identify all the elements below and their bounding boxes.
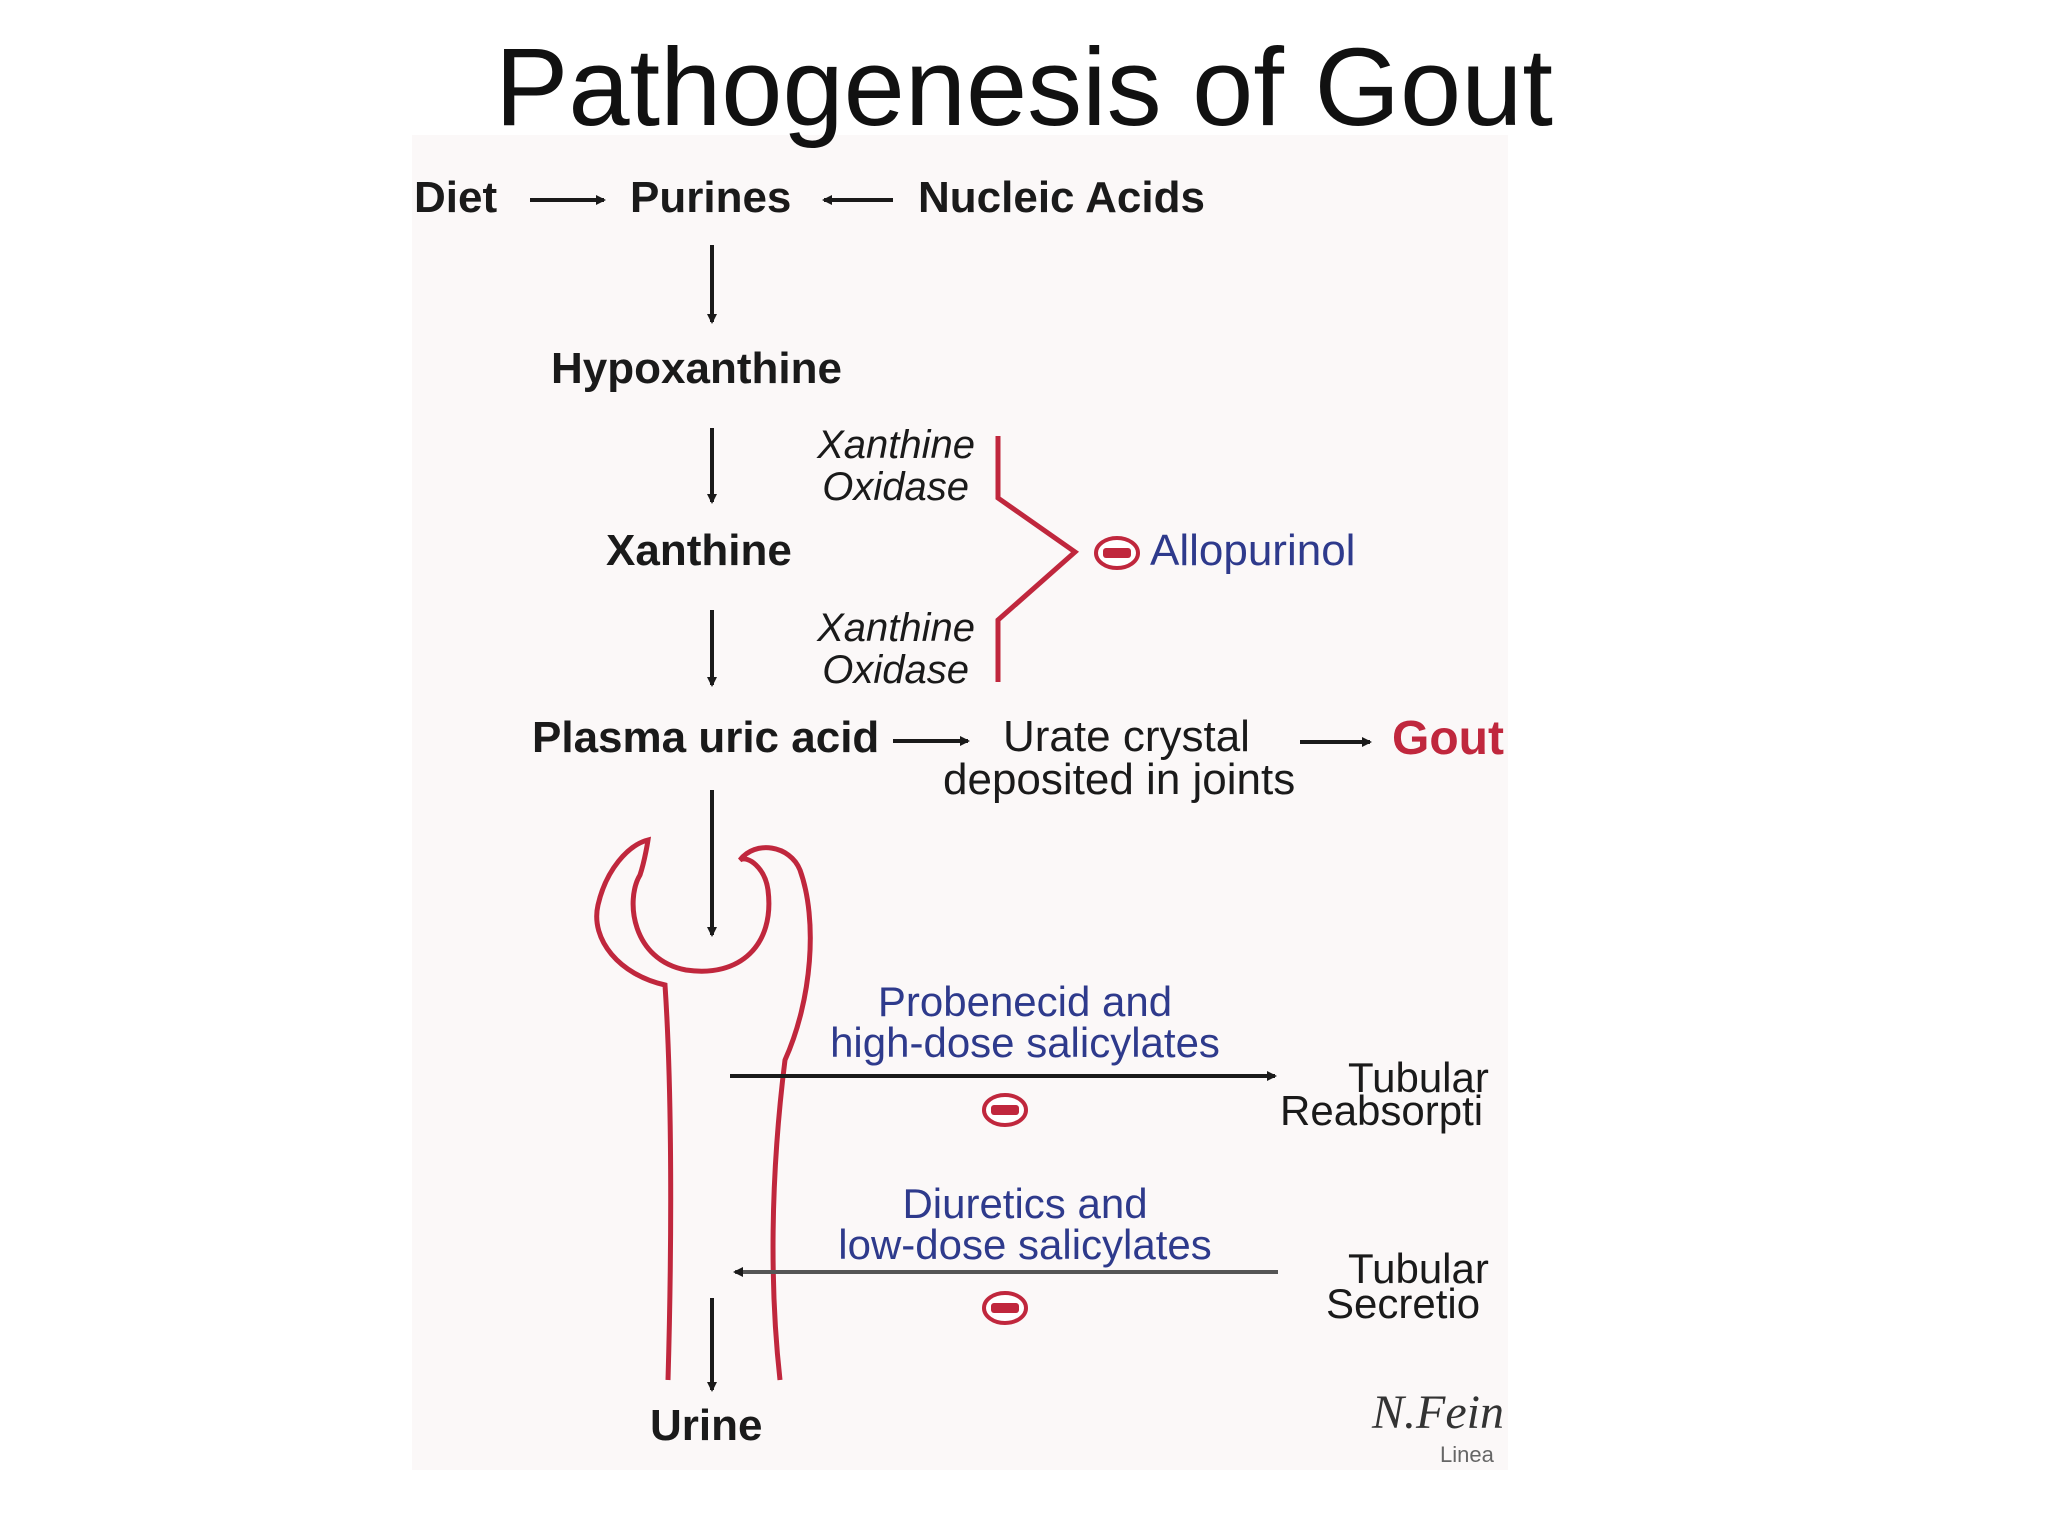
drug-probenecid-line1: Probenecid and xyxy=(878,978,1172,1025)
node-purines: Purines xyxy=(630,173,791,222)
node-diet: Diet xyxy=(414,173,497,222)
node-nucleic-acids: Nucleic Acids xyxy=(918,173,1205,222)
process-tubular-reabsorption-line1: Tubular xyxy=(1348,1054,1489,1101)
node-urine: Urine xyxy=(650,1401,762,1450)
drug-allopurinol: Allopurinol xyxy=(1150,526,1355,575)
node-urate-crystal-line2: deposited in joints xyxy=(943,755,1295,804)
enzyme-xanthine-oxidase-2-line2: Oxidase xyxy=(822,648,969,692)
illustrator-signature-sub: Linea xyxy=(1440,1442,1495,1467)
minus-bar xyxy=(991,1303,1019,1313)
figure-panel xyxy=(412,135,1508,1470)
process-tubular-secretion-line2: Secretio xyxy=(1326,1280,1480,1327)
figure-clip xyxy=(1508,130,2048,1536)
drug-diuretics-line1: Diuretics and xyxy=(902,1180,1147,1227)
node-hypoxanthine: Hypoxanthine xyxy=(551,344,842,393)
node-gout: Gout xyxy=(1392,712,1504,765)
node-plasma-uric-acid: Plasma uric acid xyxy=(532,713,879,762)
minus-bar xyxy=(1103,548,1131,558)
enzyme-xanthine-oxidase-1-line1: Xanthine xyxy=(816,423,975,467)
minus-bar xyxy=(991,1105,1019,1115)
illustrator-signature: N.Fein xyxy=(1371,1386,1504,1439)
page-title: Pathogenesis of Gout xyxy=(495,26,1553,149)
allopurinol-inhibition-bracket xyxy=(995,436,1080,682)
drug-probenecid-line2: high-dose salicylates xyxy=(830,1019,1220,1066)
enzyme-xanthine-oxidase-2-line1: Xanthine xyxy=(816,606,975,650)
node-urate-crystal-line1: Urate crystal xyxy=(1003,712,1250,761)
node-xanthine: Xanthine xyxy=(606,526,792,575)
process-tubular-secretion-line1: Tubular xyxy=(1348,1245,1489,1292)
drug-diuretics-line2: low-dose salicylates xyxy=(838,1221,1212,1268)
nephron-outer-wall xyxy=(594,836,813,1381)
enzyme-xanthine-oxidase-1-line2: Oxidase xyxy=(822,465,969,509)
process-tubular-reabsorption-line2: Reabsorpti xyxy=(1280,1087,1483,1134)
